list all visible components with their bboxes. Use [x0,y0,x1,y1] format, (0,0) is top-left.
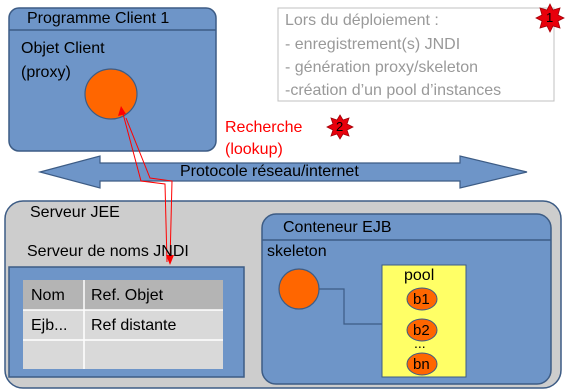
jndi-table-cell-name: Ejb... [31,317,68,334]
skeleton-label: skeleton [267,243,327,260]
server-jee-title: Serveur JEE [30,204,120,221]
lookup-label-line1: Recherche [225,119,303,136]
skeleton-connector [319,288,382,325]
client-program-title: Programme Client 1 [27,10,170,27]
deployment-note-item-proxy: - génération proxy/skeleton [285,59,478,76]
skeleton-circle [278,268,320,310]
client-proxy-circle [84,68,138,120]
pool-instance-b1-label: b1 [413,291,430,308]
lookup-arrows [121,109,173,263]
deployment-note-heading: Lors du déploiement : [285,12,439,29]
pool-ellipsis: ... [414,335,426,351]
jndi-table-cell-ref: Ref distante [91,317,177,334]
pool-instance-b2-circle [406,318,438,342]
pool-instance-bn-circle [406,352,438,376]
jndi-table-row2-bg [23,340,223,369]
badge-2-burst [326,114,354,140]
deployment-note-box [277,7,555,102]
jndi-table-header-name: Nom [31,287,65,304]
jndi-table-header-bg [23,280,223,310]
lookup-arrow-response [121,109,168,263]
jndi-server-title: Serveur de noms JNDI [27,243,189,260]
pool-instance-bn-label: bn [413,356,430,373]
lookup-arrow-request [125,117,173,263]
badge-1-burst [535,3,565,33]
pool-label: pool [404,267,435,284]
network-label: Protocole réseau/internet [180,163,359,180]
pool-instance-b1-circle [406,287,438,311]
badge-2-label: 2 [336,119,344,134]
ejb-container-title: Conteneur EJB [283,219,392,236]
deployment-note-item-jndi: - enregistrement(s) JNDI [285,36,461,53]
jndi-table-header-ref: Ref. Objet [91,287,164,304]
pool-instance-b2-label: b2 [413,322,430,339]
client-object-label-line1: Objet Client [21,40,105,57]
jndi-table-row1-bg [23,310,223,340]
lookup-arrowhead-down [166,255,174,265]
lookup-label-line2: (lookup) [225,141,283,158]
client-object-label-line2: (proxy) [21,64,71,81]
deployment-note-item-pool: -création d’un pool d’instances [285,82,502,99]
badge-1-label: 1 [546,10,554,25]
lookup-arrowhead-up [118,106,126,116]
